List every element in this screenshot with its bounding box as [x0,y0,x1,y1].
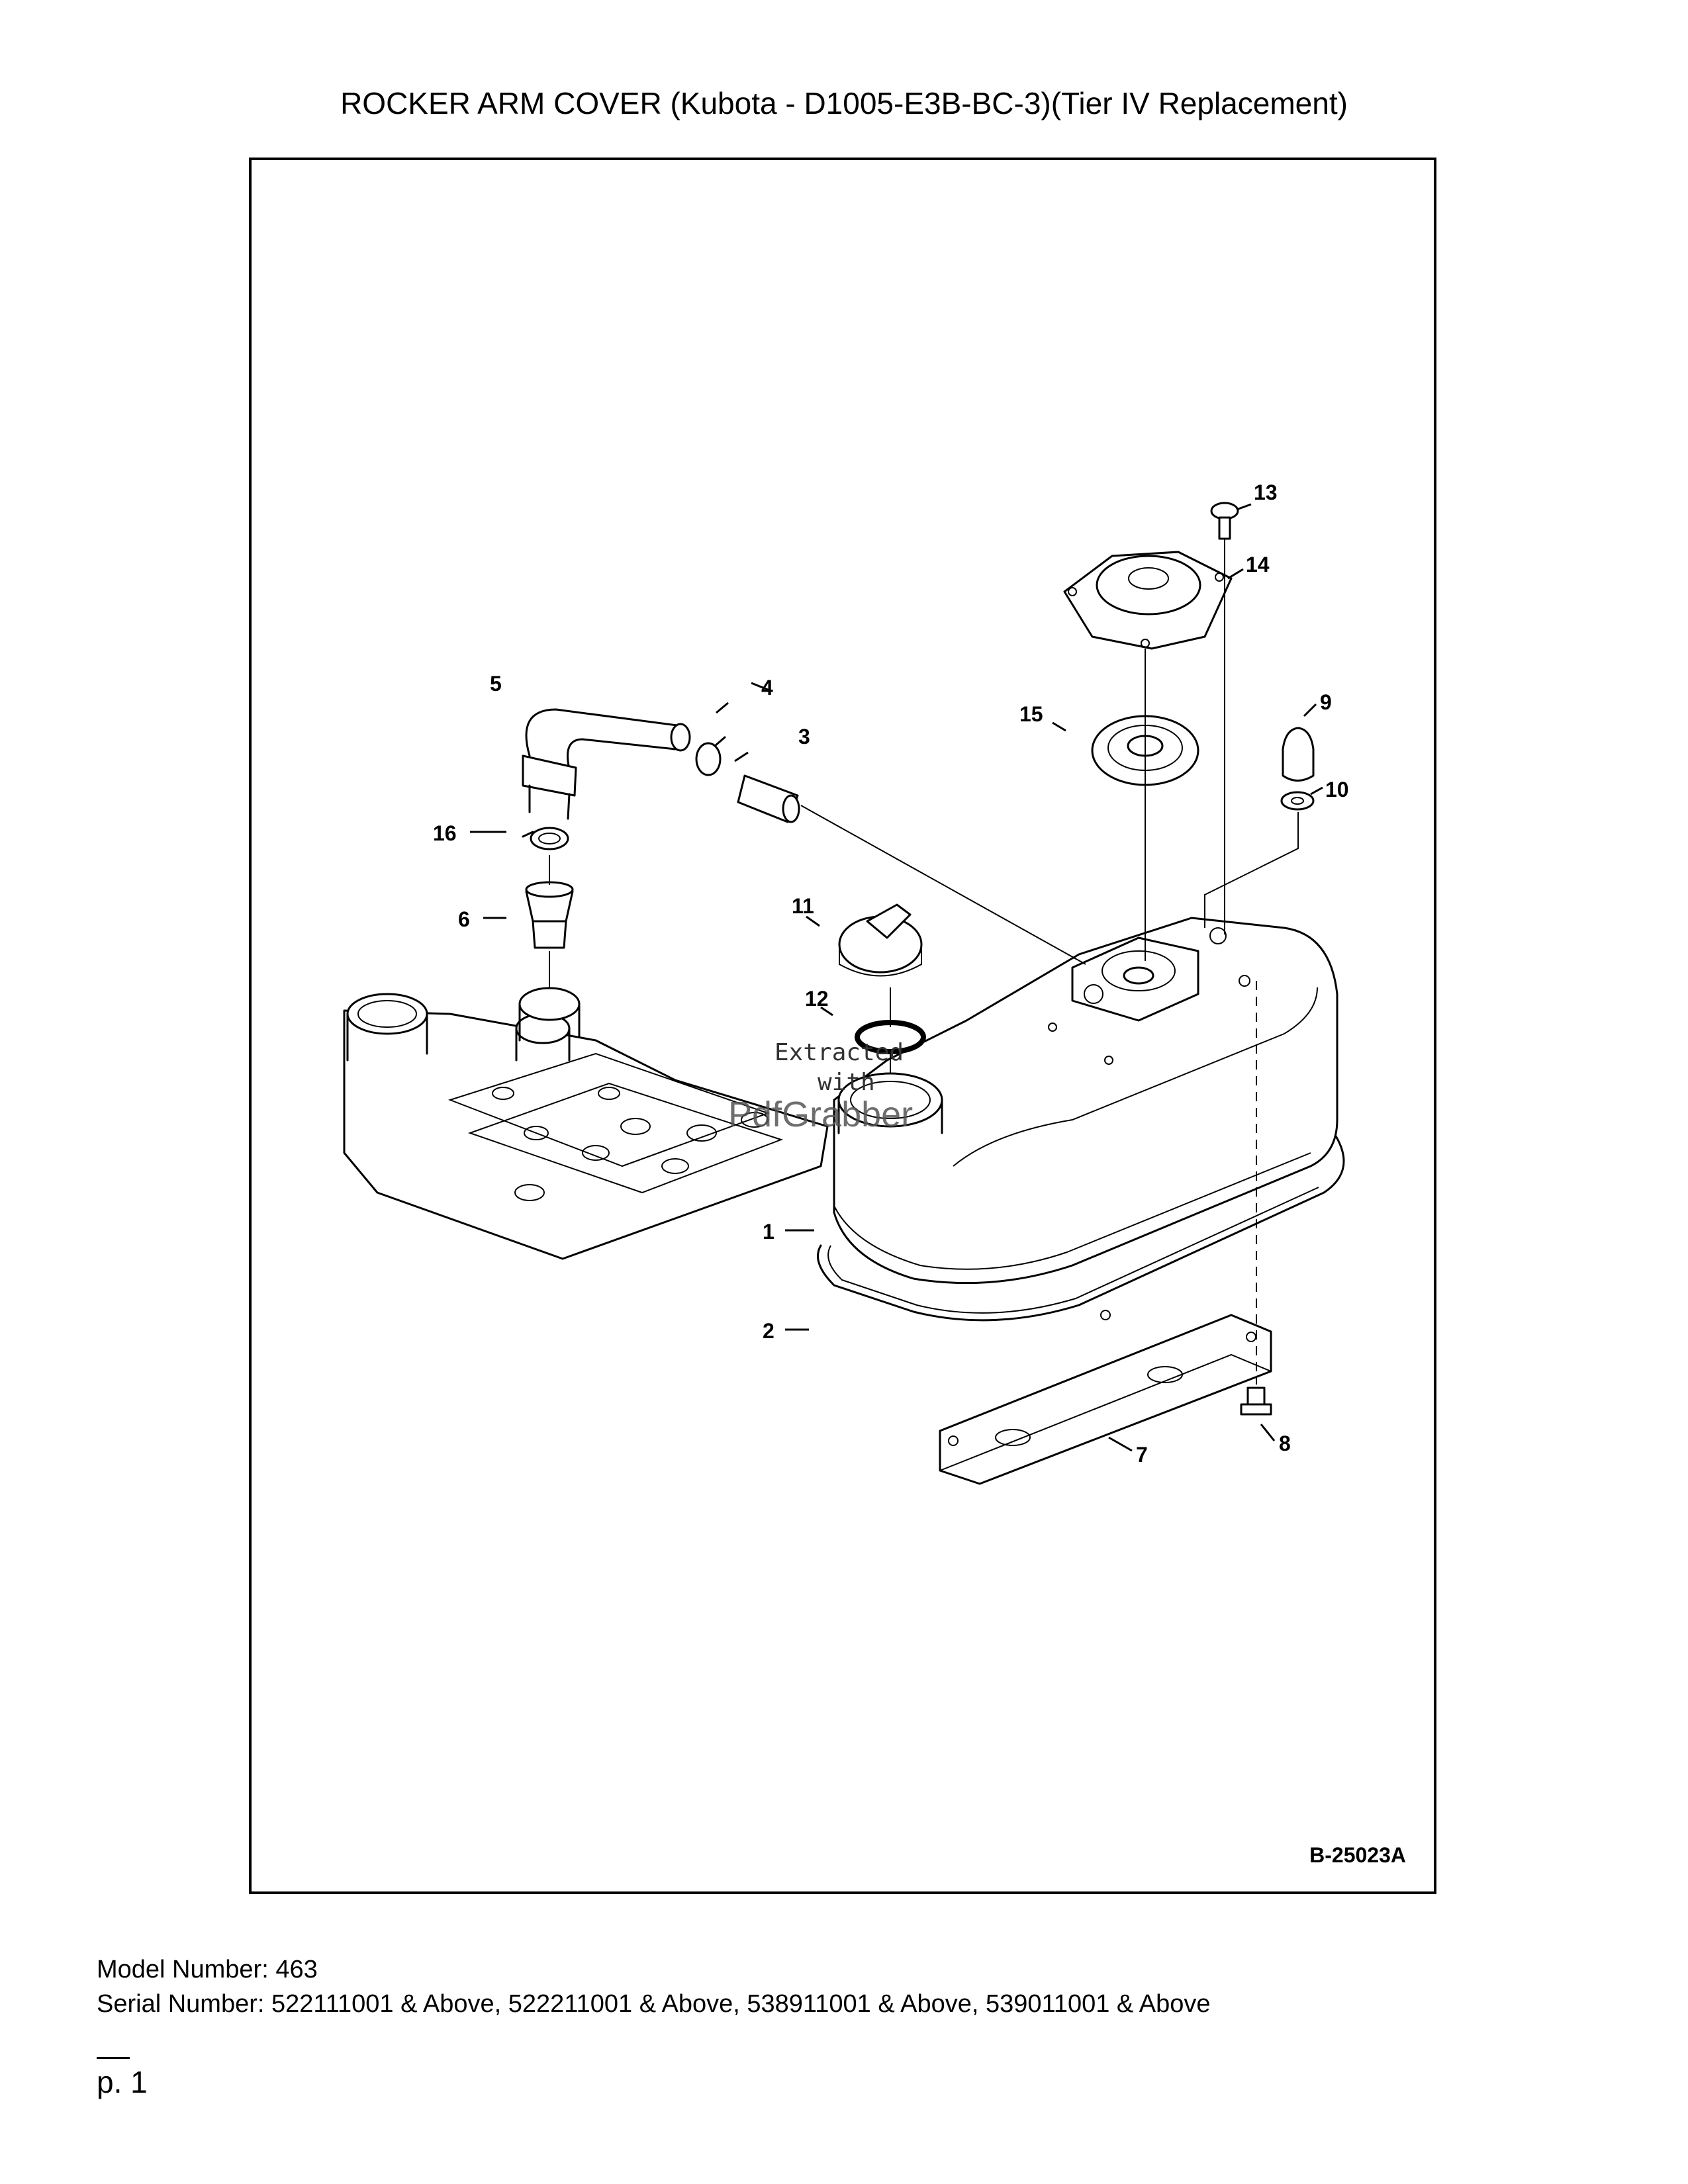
cylinder-head-illustration [343,993,829,1260]
bolt-8 [1240,1387,1272,1416]
diagram-frame: 1 2 3 4 5 6 7 8 9 10 11 12 13 14 15 16 E… [249,158,1436,1894]
exploded-parts-diagram: 1 2 3 4 5 6 7 8 9 10 11 12 13 14 15 16 E… [343,480,1349,1485]
callout-8: 8 [1279,1432,1291,1455]
watermark-line-3: PdfGrabber [728,1095,913,1134]
callout-15: 15 [1019,702,1043,726]
watermark-line-2: with [818,1069,875,1096]
breather-hose [522,708,691,820]
callout-4: 4 [761,676,773,700]
callout-leaders [470,503,1323,1452]
callout-16: 16 [433,821,457,845]
serial-number: Serial Number: 522111001 & Above, 522211… [97,1990,1211,2018]
callout-1: 1 [763,1220,774,1244]
oil-filler-cap [838,903,923,977]
figure-code: B-25023A [1309,1843,1406,1867]
breather-pipe [737,774,800,823]
assembly-leader-lines [549,539,1299,1385]
rocker-arm-cover [833,917,1338,1285]
cover-gasket [817,1099,1345,1322]
washer-10 [1280,791,1315,811]
callout-7: 7 [1136,1443,1148,1467]
callout-10: 10 [1325,778,1349,801]
model-info: Model Number: 463 Serial Number: 5221110… [97,1952,1210,2021]
page-number-rule [97,2057,130,2059]
callout-5: 5 [490,672,502,696]
callout-3: 3 [798,725,810,749]
page-title: ROCKER ARM COVER (Kubota - D1005-E3B-BC-… [340,86,1348,120]
screw-13 [1210,502,1239,540]
head-boss [518,987,581,1042]
callout-2: 2 [763,1319,774,1343]
watermark-line-1: Extracted [774,1039,904,1066]
hose-clamp-4 [695,736,726,776]
page-number: p. 1 [97,2065,148,2099]
callout-11: 11 [792,894,814,918]
breather-fitting [525,881,574,949]
bracket-plate [939,1310,1272,1485]
callout-13: 13 [1254,480,1278,504]
callout-6: 6 [458,907,470,931]
hose-clamp-16 [522,827,569,850]
callout-12: 12 [805,987,829,1011]
callout-9: 9 [1320,690,1332,714]
model-number: Model Number: 463 [97,1956,318,1983]
breather-cover [1063,551,1233,650]
cap-nut [1282,727,1315,782]
callout-14: 14 [1246,553,1270,576]
